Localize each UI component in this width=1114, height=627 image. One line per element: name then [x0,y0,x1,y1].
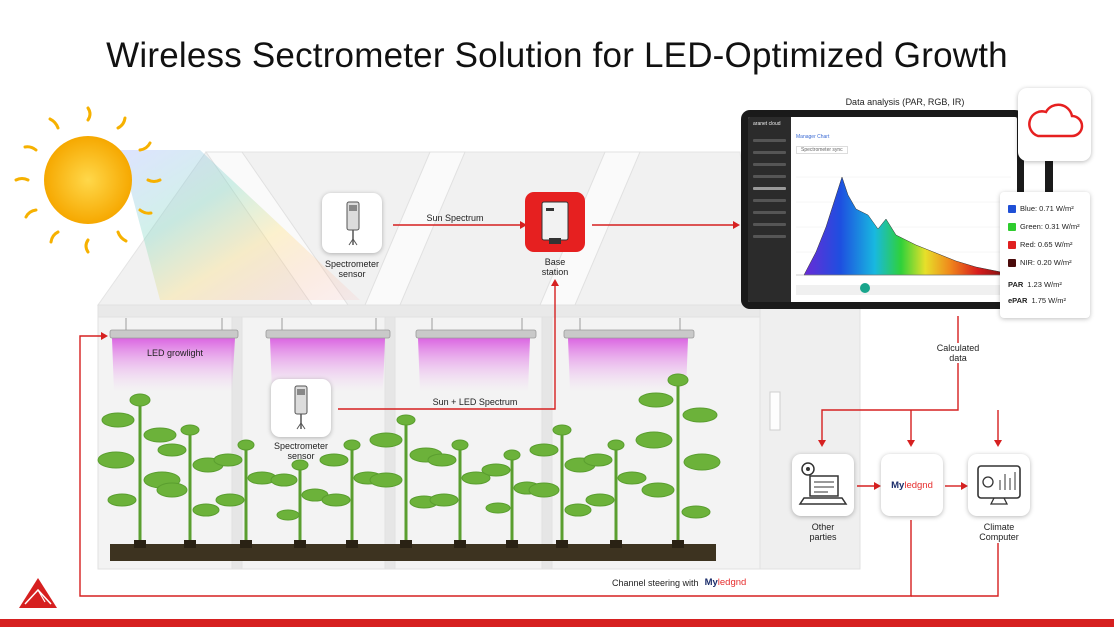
tomato-plants [97,373,721,540]
other-parties-label: Other parties [783,522,863,542]
legend-item-red: Red: 0.65 W/m² [1008,240,1073,249]
legend-text: Blue: 0.71 W/m² [1020,204,1074,213]
chart-title: Manager Chart [796,134,830,140]
base-station [525,192,585,252]
channel-steering-caption: Channel steering with Myledgnd [608,577,751,588]
legend-text: NIR: 0.20 W/m² [1020,258,1072,267]
label-line: station [541,267,569,277]
spectrum-legend: Blue: 0.71 W/m² Green: 0.31 W/m² Red: 0.… [1000,192,1090,318]
led-growlights [109,318,695,339]
led-glows [112,338,688,392]
label-line: Calculated [936,343,980,353]
label-line: Spectrometer [273,441,329,451]
par-label: PAR [1008,280,1024,289]
base-station-icon [541,201,569,244]
label-line: Climate [983,522,1015,532]
logo-suffix: ledgnd [717,577,747,588]
label-line: sensor [287,451,315,461]
legend-item-nir: NIR: 0.20 W/m² [1008,258,1072,267]
myledgnd-card: Myledgnd [881,454,943,516]
calculated-data-label: Calculated data [918,343,998,363]
bottom-accent-bar [0,619,1114,627]
label-line: sensor [338,269,366,279]
timeline-bar[interactable] [796,285,1011,295]
logo-suffix: ledgnd [904,479,933,491]
spectrometer-sensor-bottom [271,379,331,437]
spectrometer-label-bottom: Spectrometer sensor [261,441,341,461]
climate-computer-card [968,454,1030,516]
epar-value: 1.75 W/m² [1031,296,1067,305]
sun-icon [14,106,162,254]
spectrometer-icon [294,385,308,430]
cloud-icon [1028,103,1084,138]
logo-icon [19,578,57,608]
data-analysis-label: Data analysis (PAR, RGB, IR) [845,97,965,107]
label-line: Other [811,522,835,532]
epar-label: ePAR [1008,296,1028,305]
blue-swatch-icon [1008,204,1016,213]
legend-text: Green: 0.31 W/m² [1020,222,1080,231]
legend-item-green: Green: 0.31 W/m² [1008,222,1080,231]
par-value: 1.23 W/m² [1027,280,1062,289]
page-title: Wireless Sectrometer Solution for LED-Op… [106,36,1008,75]
sensor-dropdown[interactable]: Spectrometer sync [796,146,848,154]
other-parties-card [792,454,854,516]
sun-spectrum-label: Sun Spectrum [426,213,484,223]
spectrum-chart [796,176,1011,276]
climate-computer-icon [977,465,1021,505]
channel-steering-text: Channel steering with [612,577,699,588]
cloud-card [1018,88,1091,161]
soil-bed [110,544,716,561]
label-line: Spectrometer [324,259,380,269]
app-brand: aranet cloud [753,121,781,127]
spectrometer-icon [346,201,360,246]
label-line: Base [544,257,566,267]
myledgnd-logo-small: Myledgnd [705,577,747,588]
legend-text: Red: 0.65 W/m² [1020,240,1073,249]
play-button[interactable] [860,283,870,293]
spectrometer-sensor-top [322,193,382,253]
cloud-pole [1045,160,1053,192]
sun-led-spectrum-label: Sun + LED Spectrum [432,397,518,407]
legend-item-blue: Blue: 0.71 W/m² [1008,204,1074,213]
label-line: Computer [979,532,1019,542]
sun-beam [120,150,360,300]
logo-prefix: My [891,479,905,491]
myledgnd-logo: Myledgnd [891,480,933,491]
spectrum-curve [803,176,1007,276]
tablet-screen: aranet cloud Manager Chart Spectrometer … [748,117,1017,302]
laptop-gear-icon [798,462,848,505]
nir-swatch-icon [1008,258,1016,267]
plant-pots [134,540,684,548]
logo-prefix: My [704,577,718,588]
spectrometer-label-top: Spectrometer sensor [312,259,392,279]
label-line: parties [809,532,837,542]
label-line: data [949,353,967,363]
tablet: aranet cloud Manager Chart Spectrometer … [741,110,1024,309]
app-sidebar: aranet cloud [748,117,791,302]
led-growlight-label: LED growlight [146,348,204,358]
connection-lines [79,221,1002,597]
climate-computer-label: Climate Computer [959,522,1039,542]
base-station-label: Base station [515,257,595,277]
red-swatch-icon [1008,240,1016,249]
green-swatch-icon [1008,222,1016,231]
